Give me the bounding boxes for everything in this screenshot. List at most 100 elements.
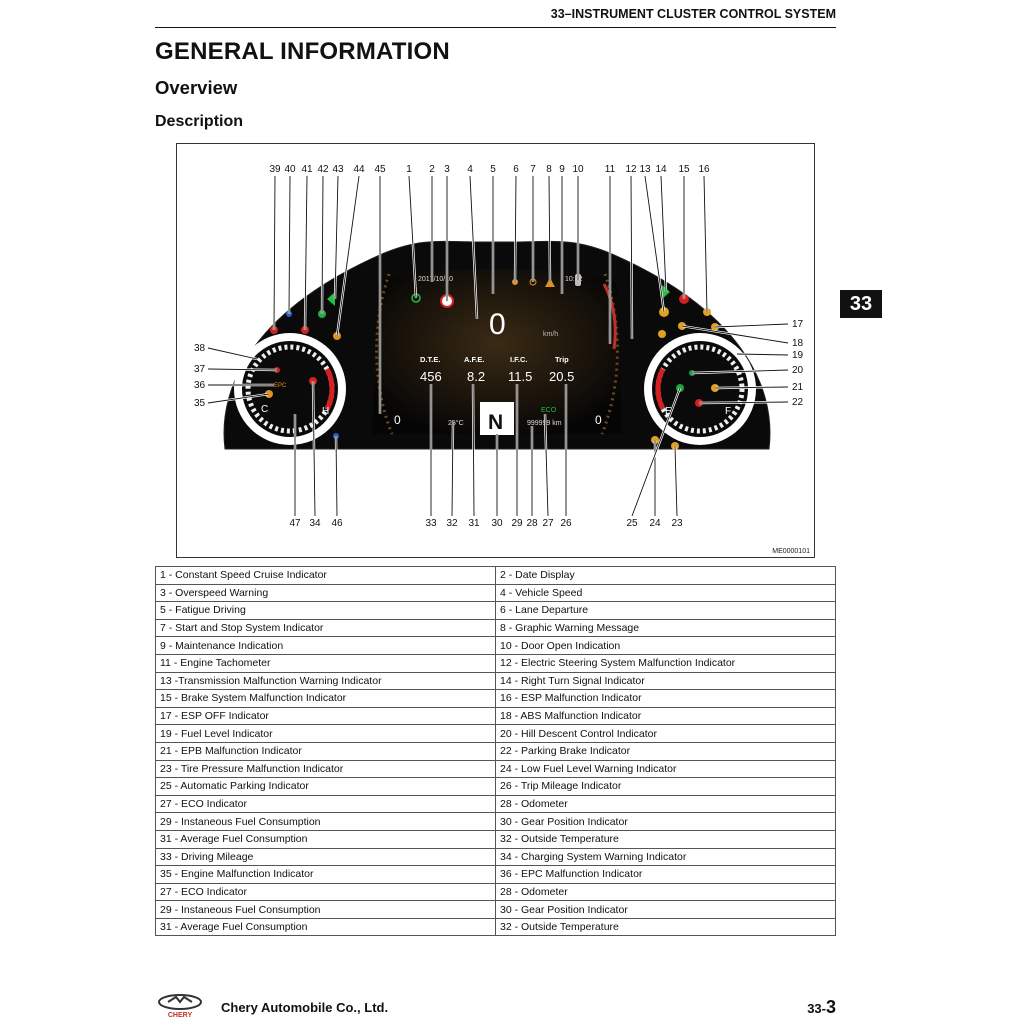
callout-number: 32 [446, 518, 458, 529]
legend-cell: 5 - Fatigue Driving [155, 601, 496, 620]
instrument-cluster-illustration: C H EPC E F [194, 164, 804, 529]
svg-text:ECO: ECO [541, 407, 557, 414]
callout-leader [451, 421, 454, 517]
temperature-gauge: C H EPC [234, 333, 346, 445]
callout-number: 33 [425, 518, 437, 529]
svg-text:Trip: Trip [555, 355, 569, 364]
callout-number: 31 [468, 518, 480, 529]
legend-cell: 2 - Date Display [495, 566, 836, 585]
legend-cell: 13 -Transmission Malfunction Warning Ind… [155, 671, 496, 691]
callout-number: 19 [792, 350, 804, 361]
running-header: 33–INSTRUMENT CLUSTER CONTROL SYSTEM [155, 4, 836, 28]
callout-leader [304, 175, 308, 331]
callout-leaders [207, 175, 789, 517]
callout-number: 1 [406, 164, 412, 175]
subsection-heading: Description [155, 113, 244, 130]
callout-number: 38 [194, 343, 206, 354]
callout-number: 39 [269, 164, 281, 175]
chery-logo: CHERY [158, 994, 202, 1019]
callout-leader [660, 175, 667, 293]
legend-cell: 32 - Outside Temperature [495, 917, 836, 937]
fuel-gauge: E F [644, 333, 756, 445]
legend-cell: 6 - Lane Departure [495, 601, 836, 620]
callout-number: 2 [429, 164, 435, 175]
callout-number: 41 [301, 164, 313, 175]
callout-number: 5 [490, 164, 496, 175]
legend-cell: 35 - Engine Malfunction Indicator [155, 865, 496, 884]
callout-leader [207, 368, 278, 371]
legend-cell: 34 - Charging System Warning Indicator [495, 847, 836, 867]
svg-text:N: N [488, 411, 503, 434]
legend-cell: 16 - ESP Malfunction Indicator [495, 689, 836, 708]
legend-cell: 20 - Hill Descent Control Indicator [495, 724, 836, 743]
legend-cell: 28 - Odometer [495, 794, 836, 814]
callout-number: 26 [560, 518, 572, 529]
callout-leader [691, 369, 789, 374]
callout-leader [514, 175, 517, 283]
svg-text:H: H [322, 406, 329, 417]
callout-number: 25 [626, 518, 638, 529]
callout-number: 22 [792, 397, 804, 408]
callout-number: 43 [332, 164, 344, 175]
legend-cell: 11 - Engine Tachometer [155, 653, 496, 673]
legend-cell: 27 - ECO Indicator [155, 882, 496, 902]
callout-leader [644, 175, 665, 313]
legend-cell: 27 - ECO Indicator [155, 794, 496, 814]
legend-cell: 26 - Trip Mileage Indicator [495, 777, 836, 796]
callout-leader [207, 347, 258, 360]
callout-number: 36 [194, 380, 206, 391]
svg-text:456: 456 [420, 369, 442, 384]
callout-leader [335, 435, 338, 517]
callout-leader [714, 386, 789, 389]
callout-leader [703, 175, 708, 313]
callout-number: 47 [289, 518, 301, 529]
cluster-figure: C H EPC E F [176, 143, 815, 558]
svg-text:20.5: 20.5 [549, 369, 574, 384]
callout-number: 30 [491, 518, 503, 529]
callout-leader [631, 387, 681, 517]
svg-text:A.F.E.: A.F.E. [464, 355, 484, 364]
section-heading: Overview [155, 77, 238, 98]
chapter-tab: 33 [840, 290, 882, 318]
legend-row: 23 - Tire Pressure Malfunction Indicator… [155, 759, 836, 779]
callout-number: 18 [792, 338, 804, 349]
svg-text:I.F.C.: I.F.C. [510, 355, 528, 364]
callout-leader [674, 445, 678, 517]
legend-cell: 12 - Electric Steering System Malfunctio… [495, 653, 836, 673]
legend-cell: 24 - Low Fuel Level Warning Indicator [495, 759, 836, 779]
svg-text:F: F [725, 406, 731, 417]
callout-number: 28 [526, 518, 538, 529]
svg-text:0: 0 [394, 413, 401, 427]
callout-leader [469, 175, 478, 320]
callout-number: 6 [513, 164, 519, 175]
callout-number: 24 [649, 518, 661, 529]
callout-number: 8 [546, 164, 552, 175]
callout-number: 17 [792, 319, 804, 330]
svg-text:C: C [261, 404, 268, 415]
svg-text:0: 0 [595, 413, 602, 427]
legend-cell: 30 - Gear Position Indicator [495, 812, 836, 831]
legend-cell: 31 - Average Fuel Consumption [155, 829, 496, 849]
callout-number: 23 [671, 518, 683, 529]
callout-number: 11 [605, 164, 616, 175]
legend-cell: 8 - Graphic Warning Message [495, 618, 836, 638]
callout-number: 44 [353, 164, 365, 175]
legend-cell: 19 - Fuel Level Indicator [155, 724, 496, 743]
callout-leader [681, 325, 789, 344]
legend-cell: 1 - Constant Speed Cruise Indicator [155, 566, 496, 585]
callout-leader [736, 353, 789, 356]
svg-text:8.2: 8.2 [467, 369, 485, 384]
legend-cell: 3 - Overspeed Warning [155, 583, 496, 603]
callout-leader [548, 175, 551, 283]
legend-cell: 9 - Maintenance Indication [155, 636, 496, 655]
